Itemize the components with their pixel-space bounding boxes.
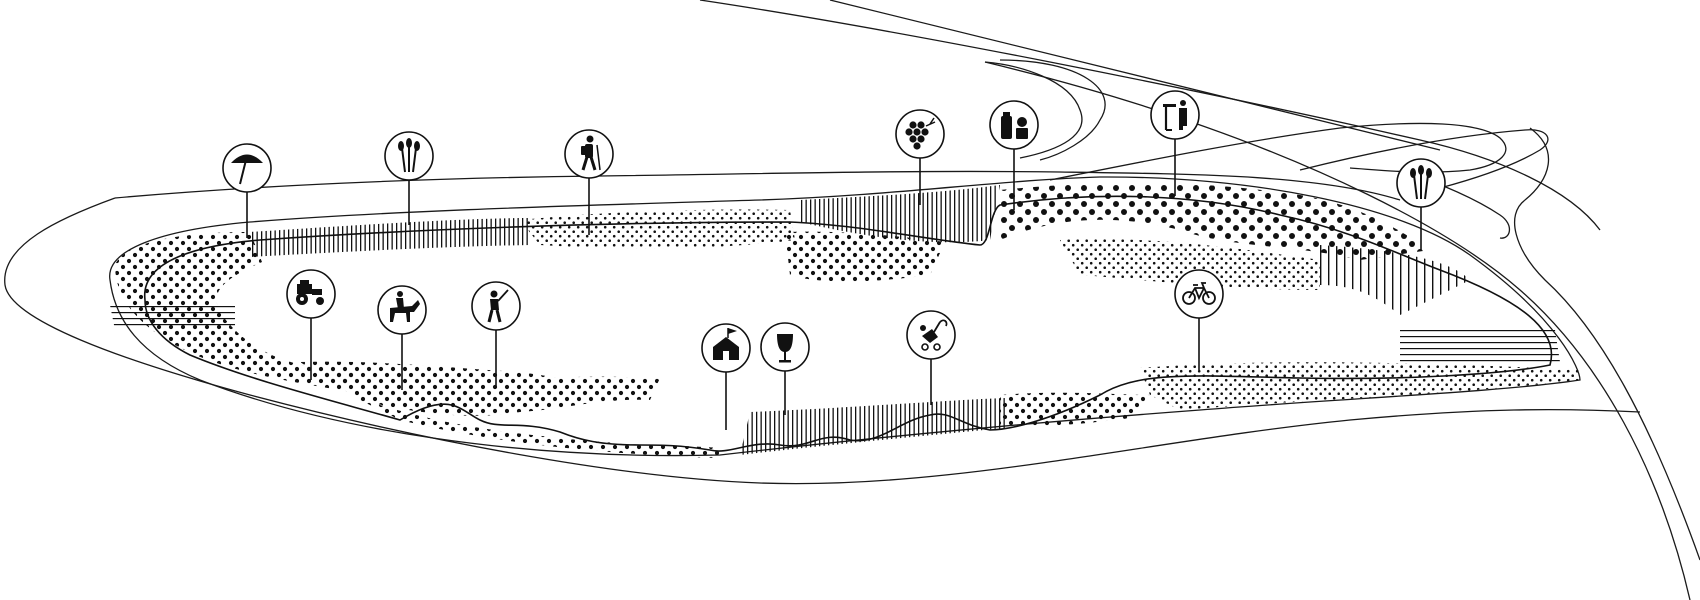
farmhouse-flag-icon: [713, 328, 739, 360]
pin-wine[interactable]: [760, 322, 810, 415]
pin-horse-rider[interactable]: [377, 285, 427, 390]
beach-umbrella-icon: [231, 154, 263, 185]
tractor-icon: [296, 280, 324, 305]
walking-trail: [144, 195, 1553, 452]
pin-stroller[interactable]: [906, 310, 956, 405]
pin-viewpoint[interactable]: [1150, 90, 1200, 196]
texture-dots-lower-left: [350, 395, 720, 458]
grapes-icon: [905, 117, 936, 150]
baby-stroller-icon: [920, 319, 948, 351]
wheat-icon: [398, 138, 420, 173]
horse-rider-icon: [390, 291, 420, 322]
road-network: [4, 0, 1700, 600]
texture-vhatch-north-center: [800, 185, 1000, 243]
pin-wheat-east[interactable]: [1396, 158, 1446, 250]
golfer-icon: [487, 289, 509, 323]
observation-tower-icon: [1163, 100, 1187, 131]
bicycle-icon: [1182, 282, 1216, 305]
pin-farm-produce[interactable]: [989, 100, 1039, 210]
wine-glass-icon: [777, 334, 793, 363]
texture-dots-west: [115, 232, 360, 390]
texture-dots-southeast: [1000, 392, 1150, 427]
hiker-icon: [581, 135, 601, 171]
texture-hhatch-east: [1400, 330, 1560, 362]
pin-golfer[interactable]: [471, 281, 521, 388]
pin-tractor[interactable]: [286, 269, 336, 380]
pin-farmhouse[interactable]: [701, 323, 751, 430]
texture-dots-north-east-large: [1000, 183, 1430, 260]
texture-vhatch-south: [740, 398, 1005, 455]
wheat-icon: [1410, 165, 1432, 200]
texture-dots-east-lower: [1140, 362, 1580, 410]
texture-zones: [110, 183, 1580, 458]
jar-apple-icon: [1001, 112, 1028, 139]
texture-dots-east: [1060, 239, 1320, 290]
texture-vhatch-north-west: [250, 218, 530, 257]
texture-dots-north-center: [785, 231, 945, 282]
pin-umbrella[interactable]: [222, 143, 272, 238]
pin-grapes[interactable]: [895, 109, 945, 205]
pin-bicycle[interactable]: [1174, 269, 1224, 370]
texture-vhatch-east: [1320, 245, 1470, 315]
pin-wheat-west[interactable]: [384, 131, 434, 225]
pin-hiker[interactable]: [564, 129, 614, 235]
texture-dots-north-fine: [520, 209, 795, 249]
texture-hhatch-west: [110, 305, 235, 330]
texture-dots-southwest: [300, 361, 660, 416]
